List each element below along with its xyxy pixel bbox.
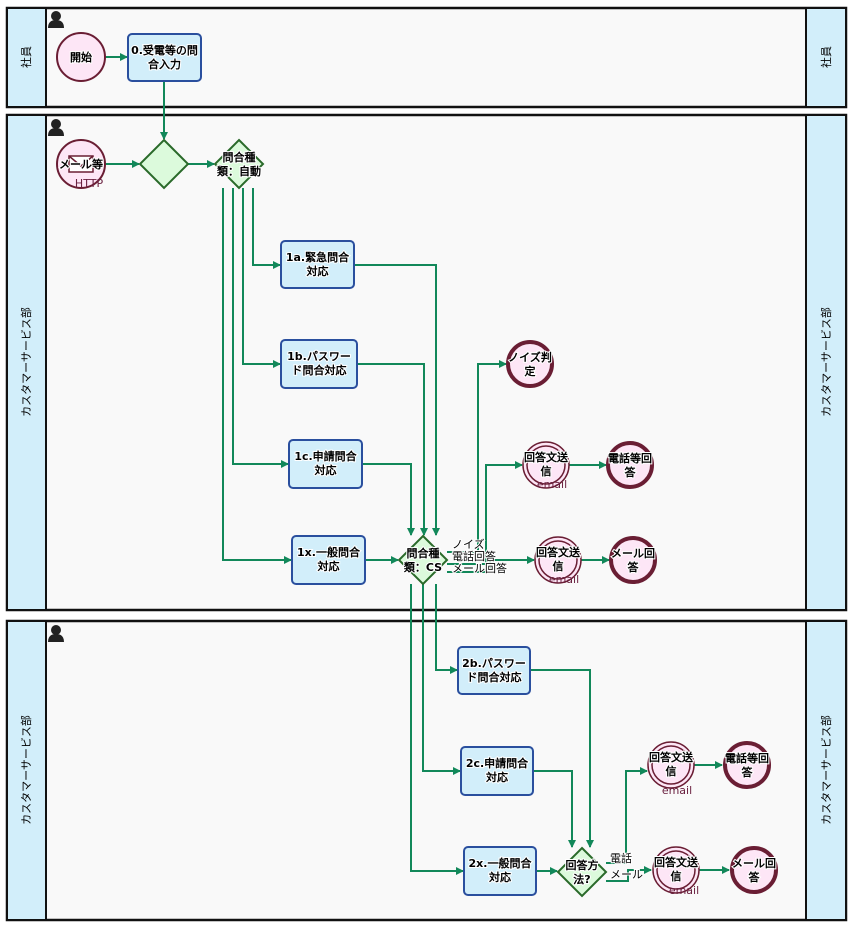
end-event-mail-2[interactable]: メール回答 bbox=[730, 846, 778, 894]
flow-label-noise: ノイズ bbox=[452, 537, 485, 551]
svg-text:答: 答 bbox=[625, 465, 637, 479]
svg-text:対応: 対応 bbox=[314, 463, 337, 477]
svg-text:1a.緊急問合: 1a.緊急問合 bbox=[286, 250, 350, 264]
svg-text:回答文送: 回答文送 bbox=[654, 855, 699, 869]
svg-text:問合種: 問合種 bbox=[223, 150, 256, 164]
svg-text:1b.パスワー: 1b.パスワー bbox=[287, 350, 351, 363]
svg-text:答: 答 bbox=[749, 870, 761, 884]
lane-title-right: カスタマーサービス部 bbox=[819, 307, 833, 417]
svg-text:対応: 対応 bbox=[488, 870, 511, 884]
envelope-icon bbox=[68, 155, 94, 173]
lane-title: カスタマーサービス部 bbox=[19, 715, 33, 825]
svg-text:ノイズ判: ノイズ判 bbox=[508, 350, 552, 364]
svg-text:定: 定 bbox=[525, 364, 536, 378]
flow-label-mail: メール回答 bbox=[452, 561, 507, 575]
merge-gateway[interactable] bbox=[138, 138, 190, 190]
svg-text:HTTP: HTTP bbox=[75, 177, 104, 190]
svg-text:対応: 対応 bbox=[317, 559, 340, 573]
svg-text:答: 答 bbox=[628, 560, 640, 574]
svg-text:2x.一般問合: 2x.一般問合 bbox=[469, 856, 533, 870]
svg-text:法?: 法? bbox=[573, 872, 590, 886]
gateway-auto[interactable]: 問合種 類：自動 bbox=[213, 138, 265, 190]
message-start-event[interactable]: メール等 HTTP bbox=[56, 139, 106, 190]
gateway-method[interactable]: 回答方 法? bbox=[556, 846, 608, 898]
svg-text:合入力: 合入力 bbox=[148, 57, 181, 71]
svg-text:信: 信 bbox=[541, 464, 552, 478]
lane-title-right: 社員 bbox=[819, 46, 833, 68]
svg-text:類：自動: 類：自動 bbox=[216, 164, 261, 178]
svg-text:開始: 開始 bbox=[70, 50, 92, 64]
svg-text:email: email bbox=[669, 884, 699, 897]
svg-text:対応: 対応 bbox=[306, 264, 329, 278]
start-event[interactable]: 開始 bbox=[56, 32, 106, 82]
svg-text:対応: 対応 bbox=[485, 770, 508, 784]
svg-text:メール等: メール等 bbox=[59, 157, 103, 171]
svg-text:電話等回: 電話等回 bbox=[608, 451, 652, 465]
svg-text:答: 答 bbox=[742, 765, 754, 779]
lane-title: 社員 bbox=[19, 46, 33, 68]
svg-text:ド問合対応: ド問合対応 bbox=[467, 670, 522, 684]
svg-text:回答文送: 回答文送 bbox=[524, 450, 569, 464]
svg-text:email: email bbox=[549, 573, 579, 586]
svg-text:email: email bbox=[537, 478, 567, 491]
flow-label-phone2: 電話 bbox=[610, 851, 632, 865]
flow-label-phone: 電話回答 bbox=[452, 549, 496, 563]
svg-text:1c.申請問合: 1c.申請問合 bbox=[294, 449, 357, 463]
svg-text:メール回: メール回 bbox=[611, 546, 655, 560]
svg-text:回答文送: 回答文送 bbox=[536, 545, 581, 559]
svg-text:問合種: 問合種 bbox=[407, 546, 440, 560]
svg-text:1x.一般問合: 1x.一般問合 bbox=[297, 545, 361, 559]
gateway-cs[interactable]: 問合種 類：CS bbox=[397, 534, 449, 586]
end-event-mail-1[interactable]: メール回答 bbox=[609, 536, 657, 584]
lane-title: カスタマーサービス部 bbox=[19, 307, 33, 417]
svg-text:2b.パスワー: 2b.パスワー bbox=[462, 657, 526, 670]
svg-text:ド問合対応: ド問合対応 bbox=[292, 363, 347, 377]
flow-label-mail2: メール bbox=[610, 868, 643, 881]
svg-text:信: 信 bbox=[666, 764, 677, 778]
svg-text:信: 信 bbox=[671, 869, 682, 883]
lane-cs-1: カスタマーサービス部 カスタマーサービス部 bbox=[5, 113, 848, 612]
lane-title-right: カスタマーサービス部 bbox=[819, 715, 833, 825]
sequence-flows bbox=[105, 53, 730, 882]
svg-text:2c.申請問合: 2c.申請問合 bbox=[466, 756, 529, 770]
svg-text:メール回: メール回 bbox=[732, 856, 776, 870]
svg-text:類：CS: 類：CS bbox=[403, 560, 442, 574]
svg-text:信: 信 bbox=[553, 559, 564, 573]
svg-text:電話等回: 電話等回 bbox=[725, 751, 769, 765]
svg-text:email: email bbox=[662, 784, 692, 797]
svg-text:回答方: 回答方 bbox=[566, 858, 599, 872]
svg-text:回答文送: 回答文送 bbox=[649, 750, 694, 764]
svg-text:0.受電等の問: 0.受電等の問 bbox=[131, 43, 198, 57]
